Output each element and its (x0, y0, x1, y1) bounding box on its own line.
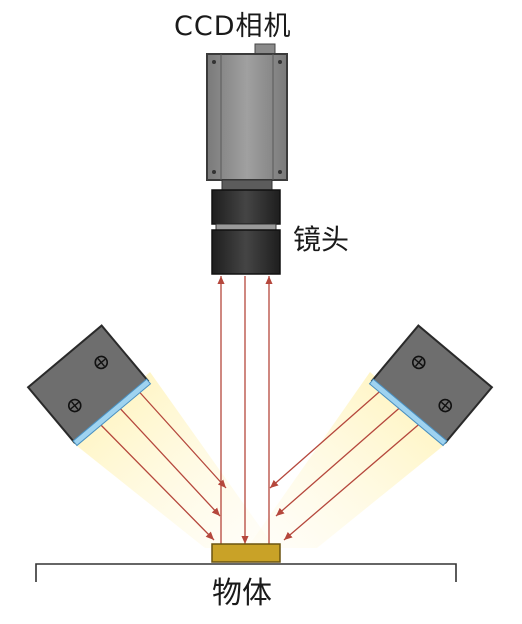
ccd-camera (206, 43, 288, 191)
screw-head-icon (212, 170, 216, 174)
lens-label: 镜头 (293, 223, 350, 256)
camera-label: CCD相机 (174, 11, 292, 42)
right-light-rays (269, 385, 425, 541)
right-light-source (368, 324, 494, 447)
left-light-glow (72, 372, 275, 548)
left-light-source (26, 324, 152, 447)
screw-head-icon (438, 398, 453, 413)
screw-head-icon (278, 60, 282, 64)
right-light-glow (247, 372, 448, 548)
object-label: 物体 (212, 576, 272, 611)
object-block (211, 543, 281, 563)
screw-head-icon (94, 355, 109, 370)
lens (211, 189, 281, 275)
left-light-rays (95, 385, 227, 541)
screw-head-icon (278, 170, 282, 174)
screw-head-icon (67, 398, 82, 413)
screw-head-icon (212, 60, 216, 64)
ground-line (35, 563, 457, 582)
screw-head-icon (411, 355, 426, 370)
vertical-rays (217, 276, 273, 544)
